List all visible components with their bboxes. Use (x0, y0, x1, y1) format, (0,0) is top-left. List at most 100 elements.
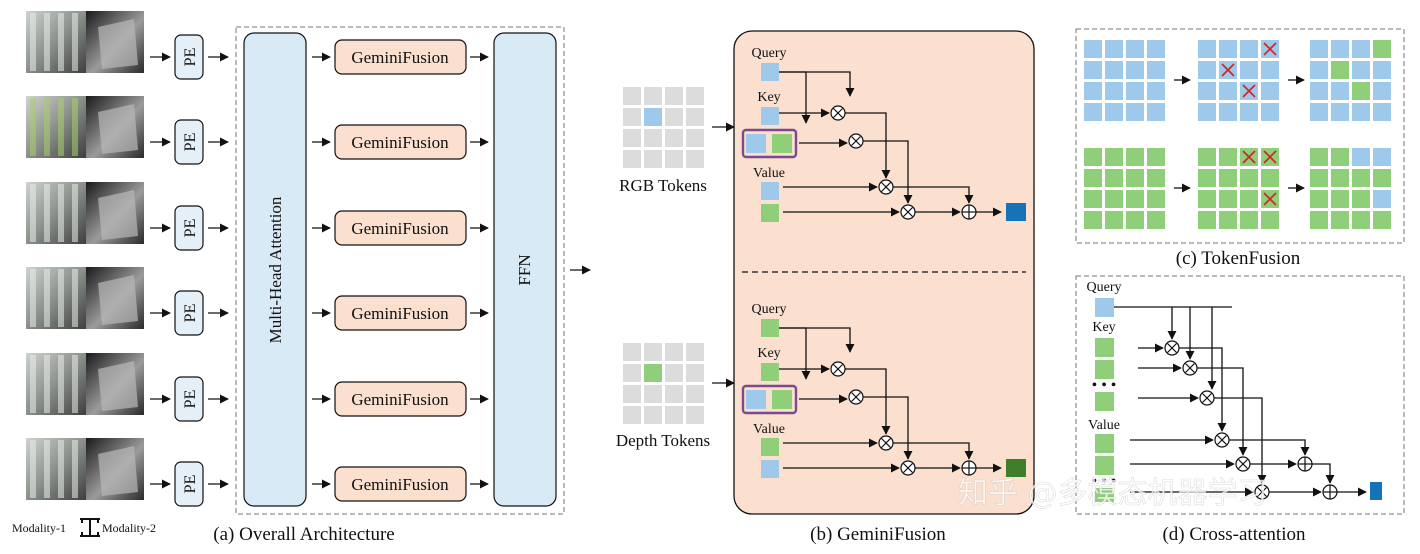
token-cell (1219, 190, 1237, 208)
rgb-photo (26, 182, 86, 244)
geminifusion-box (334, 210, 467, 246)
key-pair-frame (741, 384, 798, 415)
key-label: Key (757, 90, 780, 105)
attn-weight-arrow (1179, 347, 1227, 432)
token-cell (1240, 211, 1258, 229)
multiply-op-icon (1182, 360, 1198, 376)
token-cell (1198, 211, 1216, 229)
depth-photo-surface (98, 275, 138, 325)
multiply-op-icon (1199, 390, 1215, 406)
tokenfusion-grids (1084, 40, 1391, 229)
multiply-op-icon (878, 435, 894, 451)
pe-label: PE (182, 219, 199, 238)
token-cell (1084, 190, 1102, 208)
rgb-photo (26, 96, 86, 158)
multiply-stroke (1257, 487, 1267, 497)
depth-photo (86, 96, 144, 158)
depth-photo (86, 353, 144, 415)
pe-box (174, 290, 204, 336)
grid-token (644, 343, 662, 361)
selected-token (644, 364, 662, 382)
token-cell (1310, 169, 1328, 187)
depth-photo-surface (98, 19, 138, 69)
token-cell (1219, 148, 1237, 166)
depth-photo (86, 438, 144, 500)
add-op-icon (961, 204, 977, 220)
multiply-stroke (833, 364, 843, 374)
token-cell (1331, 61, 1349, 79)
value-token (1095, 434, 1114, 453)
geminifusion-label: GeminiFusion (351, 133, 449, 152)
token-cell (1310, 40, 1328, 58)
token-cell (1084, 61, 1102, 79)
depth-photo (86, 182, 144, 244)
geminifusion-box (334, 39, 467, 75)
grid-token (644, 87, 662, 105)
drop-cross-icon (1242, 84, 1256, 98)
pe-label: PE (182, 390, 199, 409)
token-cell (1147, 82, 1165, 100)
attn2-down-arrow (863, 396, 913, 460)
cross-caption: (d) Cross-attention (1162, 524, 1306, 545)
grid-token (686, 343, 704, 361)
token-cell (1373, 148, 1391, 166)
grid-token (686, 364, 704, 382)
attn-weight-arrow (1214, 397, 1267, 484)
token-cell (1261, 211, 1279, 229)
attn-down-arrow (845, 112, 891, 179)
geminifusion-box (334, 466, 467, 502)
token-cell (1331, 169, 1349, 187)
value-token (761, 438, 779, 456)
grid-token (665, 108, 683, 126)
attn2-down-arrow (863, 140, 913, 204)
token-cell (1310, 61, 1328, 79)
grid-token (665, 343, 683, 361)
grid-token (665, 406, 683, 424)
grid-token (686, 129, 704, 147)
token-grid (1084, 148, 1165, 229)
key-pair-token (772, 390, 792, 409)
pe-box (174, 34, 204, 80)
mha-label: Multi-Head Attention (266, 196, 285, 343)
token-cell (1147, 190, 1165, 208)
value-label: Value (753, 166, 785, 181)
architecture-dashed-frame (235, 26, 565, 515)
cross-attention-frame (1075, 275, 1405, 515)
token-cell (1126, 103, 1144, 121)
grid-token (623, 385, 641, 403)
output-token (1370, 482, 1382, 500)
token-cell (1331, 82, 1349, 100)
geminifusion-label: GeminiFusion (351, 390, 449, 409)
query-label: Query (752, 46, 787, 61)
multiply-op-icon (830, 105, 846, 121)
rgb-photo-stripe (44, 98, 50, 156)
token-cell (1310, 211, 1328, 229)
multiply-stroke (903, 207, 913, 217)
grid-token (686, 150, 704, 168)
rgb-tokens-label: RGB Tokens (619, 176, 707, 195)
grid-token (686, 385, 704, 403)
geminifusion-box (334, 124, 467, 160)
token-cell (1105, 40, 1123, 58)
rgb-photo (26, 353, 86, 415)
grid-token (623, 108, 641, 126)
value-token (761, 204, 779, 222)
token-cell (1373, 103, 1391, 121)
token-cell (1219, 169, 1237, 187)
multiply-op-icon (848, 389, 864, 405)
sum-arrow (1312, 463, 1335, 484)
rgb-photo-stripe (58, 13, 64, 71)
drop-cross-icon (1263, 150, 1277, 164)
rgb-photo-stripe (44, 13, 50, 71)
rgb-photo-stripe (58, 184, 64, 242)
token-grid (1310, 148, 1391, 229)
multiply-op-icon (830, 361, 846, 377)
grid-token (644, 385, 662, 403)
depth-photo (86, 11, 144, 73)
drop-cross-icon (1221, 63, 1235, 77)
grid-token (665, 129, 683, 147)
key-pair-token (746, 134, 766, 153)
